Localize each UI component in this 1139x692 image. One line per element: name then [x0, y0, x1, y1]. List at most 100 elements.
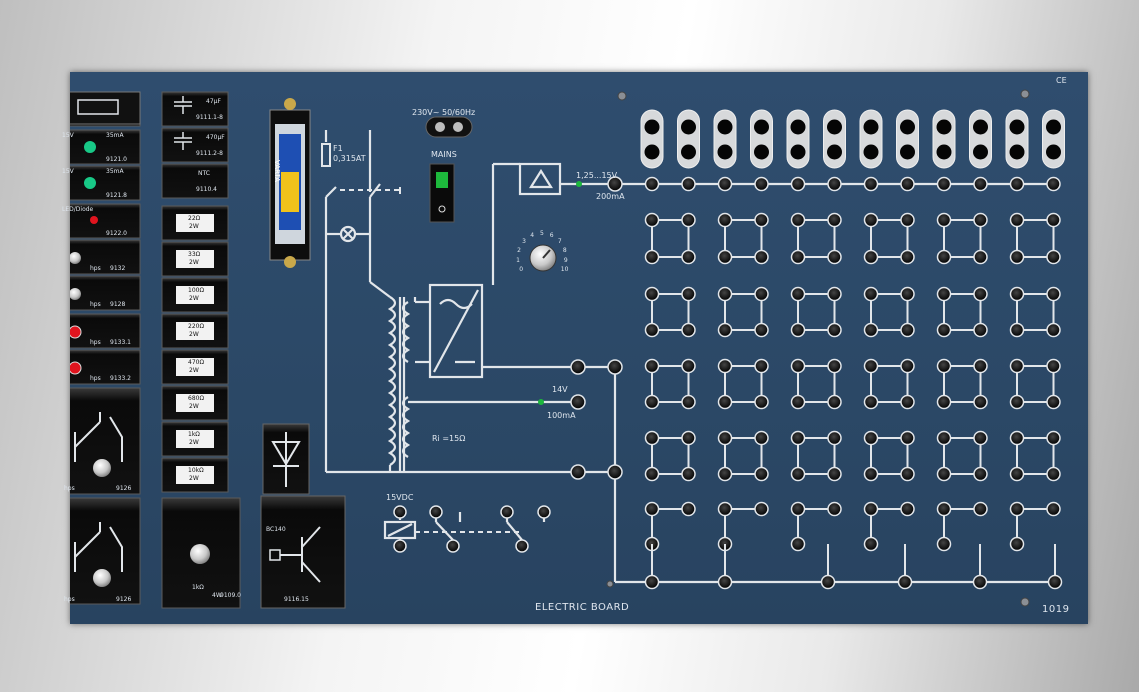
- dial-tick: 4: [530, 232, 535, 240]
- resistor-8-value: 10kΩ: [188, 467, 204, 474]
- lamp-2-current: 35mA: [106, 168, 124, 175]
- grid-link: [943, 437, 982, 475]
- slot-10-hole-bottom: [973, 144, 988, 160]
- capacitor-1-value: 47µF: [206, 98, 221, 105]
- grid-jack: [1009, 501, 1025, 517]
- grid-link: [870, 365, 909, 403]
- grid-link: [651, 219, 690, 258]
- grid-link: [651, 437, 690, 475]
- resistor-2-icon: [176, 250, 214, 268]
- grid-jack: [827, 466, 842, 482]
- dial-tick: 0: [519, 266, 524, 273]
- grid-jack: [936, 536, 952, 552]
- grid-jack: [936, 430, 952, 446]
- toggle-switch-2-icon: [70, 288, 81, 300]
- grid-jack: [936, 322, 952, 338]
- transistor-module: [260, 495, 346, 609]
- bus-jack: [717, 574, 733, 590]
- grid-jack: [1009, 322, 1025, 338]
- potentiometer-knob-icon: [190, 544, 210, 564]
- mains-switch: [429, 163, 455, 223]
- resistor-1-value: 22Ω: [188, 215, 201, 222]
- relay-2-knob-icon: [93, 569, 111, 587]
- pot-value: 1kΩ: [192, 584, 204, 591]
- grid-jack: [754, 466, 769, 482]
- grid-jack: [863, 430, 879, 446]
- relay-1-knob-icon: [93, 459, 111, 477]
- module-2: [70, 129, 141, 165]
- bus-jack: [863, 176, 879, 192]
- slot-12-hole-top: [1046, 119, 1061, 135]
- grid-jack: [754, 322, 769, 338]
- resistor-2-power: 2W: [189, 259, 199, 266]
- grid-jack: [1009, 536, 1025, 552]
- resistor-1-icon: [176, 214, 214, 232]
- grid-jack: [863, 466, 879, 482]
- switch-1-code: 9132: [110, 265, 126, 272]
- grid-jack: [900, 286, 915, 302]
- lamp-1-icon: [84, 141, 96, 153]
- grid-jack: [754, 358, 769, 374]
- electric-board: 230V~ 50/60Hz MAINS F1 0,315AT 1,25...15…: [62, 72, 1088, 624]
- bus-jack: [936, 176, 952, 192]
- diode-module: [262, 423, 310, 495]
- internal-resistance-label: Ri =15Ω: [432, 434, 466, 443]
- grid-jack: [863, 358, 879, 374]
- grid-jack: [681, 212, 696, 228]
- dial-tick: 8: [562, 246, 567, 254]
- grid-jack: [973, 322, 988, 338]
- fuse-symbol: [321, 143, 331, 167]
- slot-8-hole-top: [900, 119, 915, 135]
- module-5: [70, 239, 141, 275]
- grid-jack: [754, 501, 769, 517]
- lamp-1-current: 35mA: [106, 132, 124, 139]
- resistor-6-value: 680Ω: [188, 395, 205, 402]
- bus-jack: [973, 176, 988, 192]
- grid-link: [870, 437, 909, 475]
- push-1-brand: hps: [90, 339, 101, 346]
- grid-link: [724, 365, 763, 403]
- dashed-links: [340, 183, 650, 533]
- grid-jack: [644, 286, 660, 302]
- slot-6-hole-bottom: [827, 144, 842, 160]
- resistor-7-icon: [176, 430, 214, 448]
- grid-link: [651, 365, 690, 403]
- slot-9-hole-top: [936, 119, 952, 135]
- resistor-module-4: [161, 313, 229, 349]
- mains-socket: [425, 116, 473, 138]
- grid-jack: [681, 466, 696, 482]
- grid-jack: [900, 394, 915, 410]
- grid-jack: [681, 322, 696, 338]
- grid-jack: [827, 430, 842, 446]
- resistor-3-icon: [176, 286, 214, 304]
- board-circuit: [70, 89, 1065, 609]
- grid-jack: [863, 286, 879, 302]
- ntc-module: [161, 163, 229, 199]
- push-button-2-icon: [70, 361, 82, 375]
- grid-jack: [973, 286, 988, 302]
- bus-jack: [681, 176, 696, 192]
- grid-jack: [936, 358, 952, 374]
- supply-current-label: 200mA: [596, 192, 625, 201]
- grid-jack: [717, 501, 733, 517]
- dial-tick: 6: [549, 232, 554, 240]
- grid-jack: [644, 466, 660, 482]
- grid-jack: [754, 286, 769, 302]
- grid-jack: [900, 501, 915, 517]
- relay-jacks: [393, 505, 551, 553]
- fuse-icon: [77, 99, 119, 115]
- dc-label: 15VDC: [386, 493, 414, 502]
- grid-jack: [900, 322, 915, 338]
- grid-jack: [681, 430, 696, 446]
- grid-jack: [717, 394, 733, 410]
- resistor-7-power: 2W: [189, 439, 199, 446]
- slot-4-hole-top: [754, 119, 769, 135]
- dial-tick: 5: [540, 230, 544, 237]
- resistor-module-7: [161, 421, 229, 457]
- module-8: [70, 349, 141, 385]
- grid-jack: [827, 249, 842, 265]
- grid-jack: [973, 358, 988, 374]
- grid-jack: [827, 358, 842, 374]
- grid-jack: [754, 394, 769, 410]
- grid-jack: [973, 466, 988, 482]
